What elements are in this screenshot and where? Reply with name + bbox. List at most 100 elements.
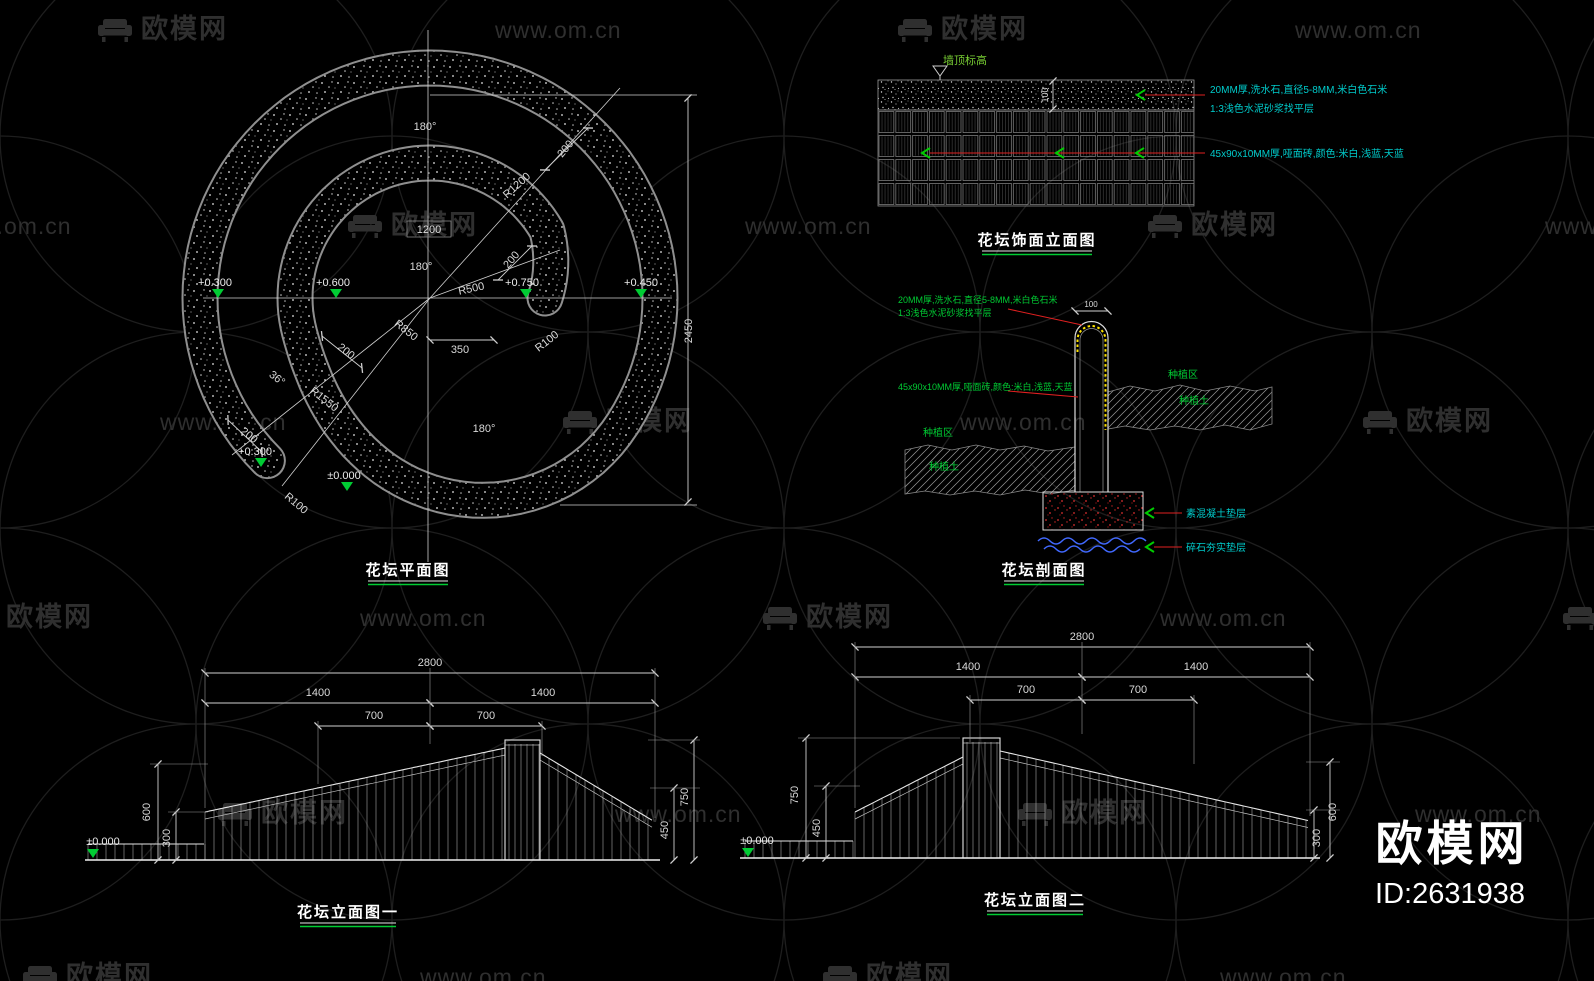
- watermark-brand: 欧模网: [898, 14, 1028, 44]
- leader-line: [1007, 308, 1083, 326]
- watermark-url: www.om.cn: [1159, 605, 1287, 631]
- watermark-url: www.om.cn: [744, 213, 872, 239]
- plan-angle-mid: 180°: [410, 261, 433, 273]
- watermark-brand: 欧模网: [348, 210, 476, 240]
- finish-title: 花坛饰面立面图: [977, 231, 1096, 249]
- elevation-one-labels: 2800 1400 1400 700 700 600 300 450 750 ±…: [86, 657, 691, 921]
- concrete-cushion-label: 素混凝土垫层: [1186, 507, 1246, 520]
- elev2-level-zero: ±0.000: [740, 835, 774, 847]
- leader-arrow-icon: [1054, 147, 1065, 159]
- leader-arrow-icon: [1134, 147, 1145, 159]
- level-marker-icon: [330, 289, 342, 298]
- leader-arrow-icon: [1135, 89, 1146, 101]
- section-title: 花坛剖面图: [1001, 561, 1086, 579]
- watermark-url: www.om.cn: [1219, 964, 1347, 981]
- leader-arrow-icon: [1144, 541, 1155, 553]
- plan-dim-1200: 1200: [417, 224, 441, 236]
- section-graphics: [904, 307, 1273, 553]
- finish-layer-line: [1076, 325, 1107, 430]
- leader-arrow-icon: [920, 147, 931, 159]
- elevation-symbol-icon: [932, 65, 948, 77]
- plan-level-left: +0.300: [198, 277, 232, 289]
- svg-text:欧模网: 欧模网: [66, 961, 153, 981]
- watermark-brand: 欧模网: [823, 961, 953, 981]
- site-id-text: ID:2631938: [1375, 878, 1525, 910]
- plan-level-inner: +0.750: [505, 277, 539, 289]
- watermark-brand: 欧模网: [6, 602, 91, 632]
- elevation-one-view: 2800 1400 1400 700 700 600 300 450 750 ±…: [85, 657, 700, 921]
- watermark-layer: 欧模网 www.om.cn 欧模网 www.om.cn www.om.cn 欧模网 www.…: [0, 14, 1594, 981]
- watermark-brand: 欧模网: [763, 602, 891, 632]
- sofa-icon: [98, 19, 132, 42]
- finish-elevation-view: 墙顶标高 100 20MM厚,洗水石,直径5-8MM,米白色石米 1:3浅色水泥…: [877, 53, 1404, 249]
- level-marker-icon: [255, 458, 267, 467]
- watermark-url: www.om.cn: [359, 605, 487, 631]
- sofa-icon: [1363, 411, 1397, 434]
- elev2-dim-300: 300: [1311, 829, 1323, 847]
- svg-text:欧模网: 欧模网: [1406, 406, 1493, 436]
- watermark-brand: 欧模网: [1563, 607, 1594, 630]
- plan-dim-2450: 2450: [683, 319, 695, 343]
- elevation-two-graphics: [740, 642, 1340, 862]
- elev2-dim-2800: 2800: [1070, 631, 1094, 643]
- planting-soil-left-label: 种植土: [929, 460, 959, 473]
- svg-text:欧模网: 欧模网: [866, 961, 953, 981]
- elevation-one-graphics: [85, 668, 700, 864]
- wall-inner-line: [1079, 328, 1104, 492]
- plan-title: 花坛平面图: [365, 561, 450, 579]
- svg-text:欧模网: 欧模网: [1191, 210, 1278, 240]
- section-view: 20MM厚,洗水石,直径5-8MM,米白色石米 1:3浅色水泥砂浆找平层 45x…: [898, 294, 1273, 579]
- elev2-dim-450: 450: [811, 819, 823, 837]
- gravel-cushion-label: 碎石夯实垫层: [1186, 541, 1246, 554]
- elev1-dim-450: 450: [659, 821, 671, 839]
- watermark-brand: 欧模网: [98, 14, 228, 44]
- planting-soil-right-label: 种植土: [1179, 394, 1209, 407]
- level-marker-icon: [212, 289, 224, 298]
- plan-level-right: +0.450: [624, 277, 658, 289]
- elevation-two-labels: 2800 1400 1400 700 700 750 450 300 600 ±…: [740, 631, 1339, 909]
- elev1-dim-1400b: 1400: [531, 687, 555, 699]
- watermark-url: www.om.cn: [494, 17, 622, 43]
- level-marker-icon: [87, 849, 99, 858]
- elev1-dim-750: 750: [679, 788, 691, 806]
- planting-area-right-label: 种植区: [1168, 368, 1198, 381]
- finish-note-mortar: 1:3浅色水泥砂浆找平层: [1210, 102, 1314, 115]
- plan-level-tail: +0.300: [238, 446, 272, 458]
- plan-angle-36: 36°: [267, 369, 288, 389]
- elevation-two-view: 2800 1400 1400 700 700 750 450 300 600 ±…: [740, 631, 1340, 909]
- sofa-icon: [1018, 803, 1052, 826]
- section-note-stone: 20MM厚,洗水石,直径5-8MM,米白色石米: [898, 294, 1058, 305]
- wall-top-label: 墙顶标高: [943, 53, 987, 67]
- plan-dim-200-inner: 200: [501, 249, 522, 271]
- watermark-brand: 欧模网: [23, 961, 153, 981]
- svg-text:欧模网: 欧模网: [1061, 798, 1148, 828]
- level-marker-icon: [341, 482, 353, 491]
- finish-dim-100: 100: [1040, 87, 1050, 102]
- stone-band: [877, 79, 1195, 111]
- level-marker-icon: [520, 289, 532, 298]
- watermark-url: www.om.cn: [1414, 801, 1542, 827]
- watermark-url: www.om.cn: [419, 964, 547, 981]
- watermark-brand: 欧模网: [1363, 406, 1493, 436]
- elev1-dim-600: 600: [141, 803, 153, 821]
- plan-level-zero: ±0.000: [327, 470, 361, 482]
- watermark-url: www.om.cn: [614, 801, 742, 827]
- title-underlines: [300, 250, 1092, 928]
- leader-line: [1007, 390, 1079, 398]
- level-marker-icon: [742, 848, 754, 857]
- svg-text:欧模网: 欧模网: [261, 798, 348, 828]
- sofa-icon: [763, 607, 797, 630]
- svg-text:欧模网: 欧模网: [141, 14, 228, 44]
- concrete-footing: [1042, 491, 1144, 531]
- svg-text:欧模网: 欧模网: [941, 14, 1028, 44]
- watermark-url: www.om.cn: [959, 409, 1087, 435]
- elev1-level-zero: ±0.000: [86, 836, 120, 848]
- elev2-dim-1400b: 1400: [1184, 661, 1208, 673]
- watermark-url: www.om.cn: [1294, 17, 1422, 43]
- plan-graphics: [181, 30, 697, 562]
- plan-view: 180° 1200 180° R500 200 R1200 200 R850 2…: [181, 30, 697, 579]
- sofa-icon: [23, 966, 57, 981]
- sofa-icon: [823, 966, 857, 981]
